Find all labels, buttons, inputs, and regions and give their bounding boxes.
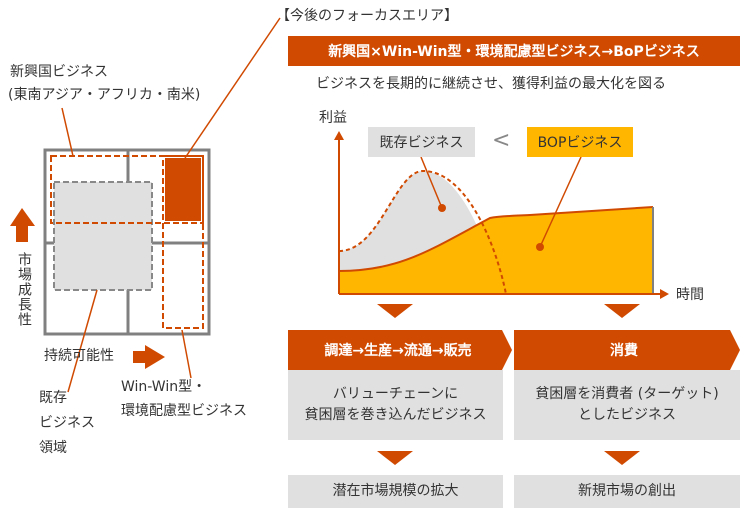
result-right: 新規市場の創出 (514, 475, 740, 508)
process-chevron-right (514, 330, 740, 370)
desc-line: 貧困層を巻き込んだビジネス (304, 407, 487, 423)
desc-line: 貧困層を消費者 (ターゲット) (535, 386, 719, 402)
emerging-label: 新興国ビジネス (10, 64, 108, 80)
existing-label-line: 既存 (39, 390, 67, 406)
down-arrow-icon (377, 304, 413, 318)
desc-right: 貧困層を消費者 (ターゲット) としたビジネス (514, 370, 740, 440)
up-arrow-icon (10, 208, 35, 242)
desc-line: バリューチェーンに (332, 386, 459, 402)
process-chevron-left (288, 330, 512, 370)
subtitle: ビジネスを長期的に継続させ、獲得利益の最大化を図る (316, 76, 666, 92)
process-left-label: 調達→生産→流通→販売 (324, 343, 472, 359)
result-left: 潜在市場規模の拡大 (288, 475, 503, 508)
header-bar: 新興国×Win-Win型・環境配慮型ビジネス→BoPビジネス (288, 36, 740, 66)
focus-area-label: 【今後のフォーカスエリア】 (276, 8, 458, 24)
chart-y-label: 利益 (319, 110, 347, 126)
existing-business-area-curve (339, 171, 490, 271)
focus-area (165, 158, 201, 221)
existing-business-curve (338, 169, 507, 295)
emerging-regions-label: (東南アジア・アフリカ・南米) (8, 87, 201, 103)
right-arrow-icon (133, 345, 165, 369)
winwin-label-2: 環境配慮型ビジネス (121, 403, 247, 419)
bop-business-area (339, 207, 653, 294)
down-arrow-icon (604, 304, 640, 318)
x-axis-label: 持続可能性 (44, 348, 114, 364)
winwin-business-area (162, 155, 204, 329)
less-than-sign: < (492, 128, 511, 153)
down-arrow-icon (604, 451, 640, 465)
existing-label-line: 領域 (39, 440, 67, 456)
profit-chart (334, 131, 669, 299)
existing-label-line: ビジネス (39, 415, 95, 431)
desc-line: としたビジネス (578, 407, 676, 423)
process-right-label: 消費 (610, 343, 638, 359)
bop-business-box: BOPビジネス (527, 127, 633, 157)
chart-x-label: 時間 (676, 287, 704, 303)
desc-left: バリューチェーンに 貧困層を巻き込んだビジネス (288, 370, 503, 440)
winwin-label: Win-Win型・ (121, 379, 207, 395)
y-axis-label: 市場成長性 (16, 252, 32, 327)
matrix (43, 148, 211, 336)
existing-business-box: 既存ビジネス (368, 127, 475, 157)
existing-business-area (53, 181, 153, 291)
down-arrow-icon (377, 451, 413, 465)
